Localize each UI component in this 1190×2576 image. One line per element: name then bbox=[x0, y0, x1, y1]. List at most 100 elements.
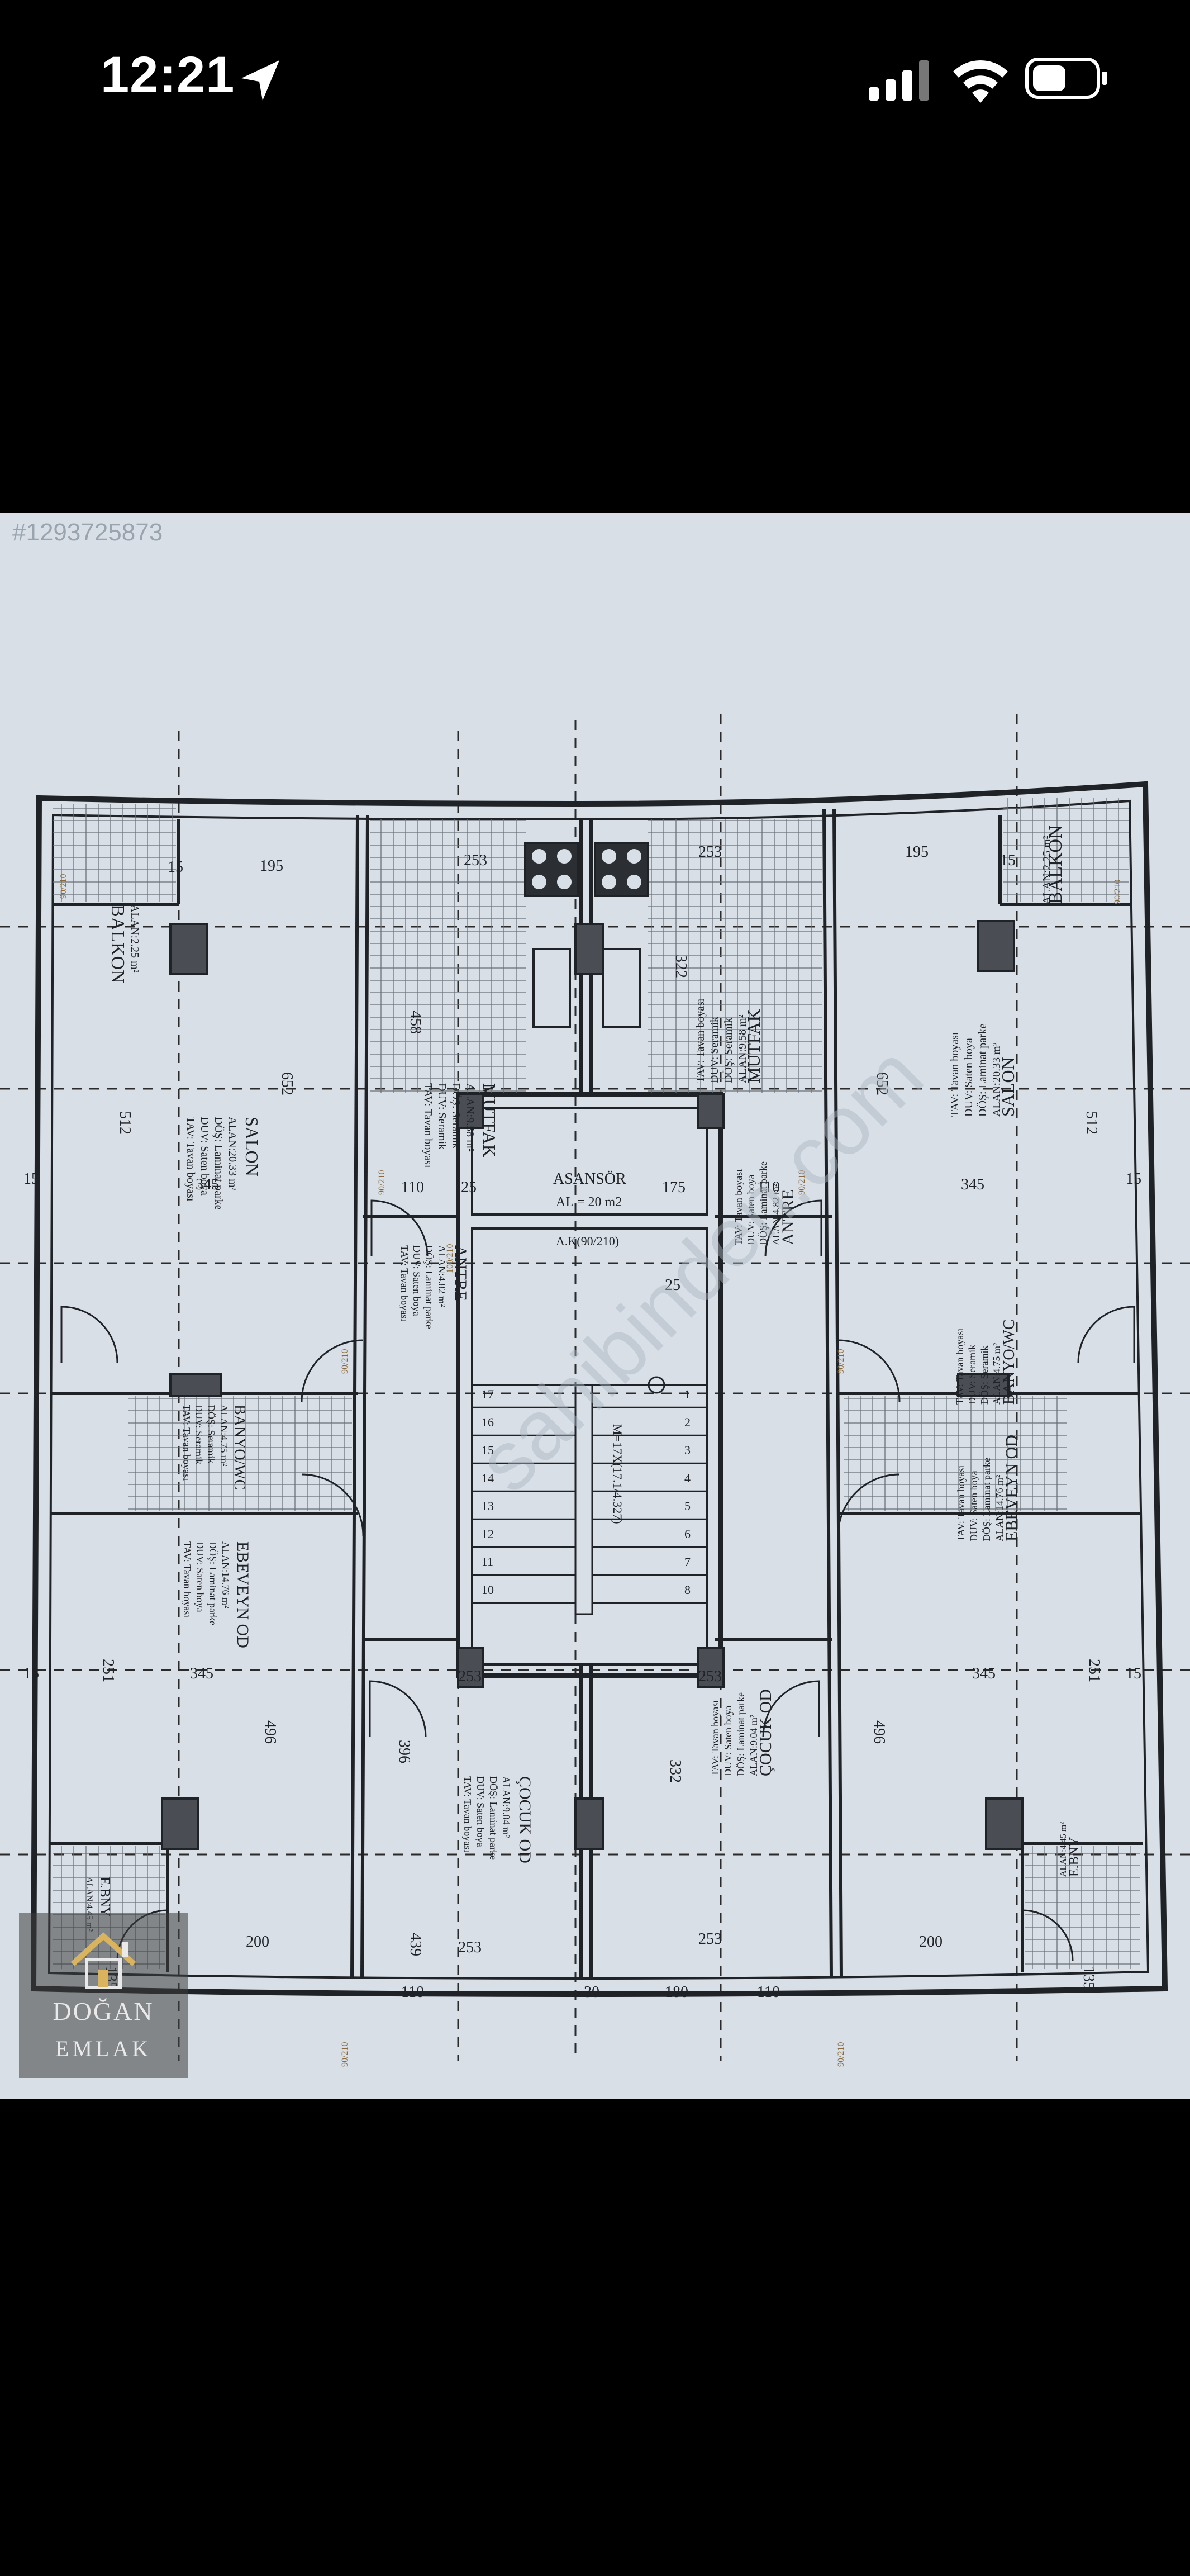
dim-396: 396 bbox=[396, 1740, 413, 1763]
dim-15-f: 15 bbox=[1126, 1665, 1141, 1682]
mutfak-left-ceiling: TAV: Tavan boyası bbox=[422, 1083, 434, 1168]
dim-110-c: 110 bbox=[401, 1984, 424, 2001]
mutfak-right-wall: DUV: Seramik bbox=[708, 1017, 721, 1083]
ebeveyn-right-floor: DÖŞ: Laminat parke bbox=[981, 1458, 992, 1541]
step-7: 7 bbox=[684, 1555, 691, 1569]
banyo-left-floor: DÖŞ: Seramik bbox=[206, 1405, 217, 1464]
dim-345-ebeveyn-right: 345 bbox=[972, 1665, 996, 1682]
antre-right-wall: DUV: Saten boya bbox=[745, 1174, 756, 1245]
location-arrow-icon bbox=[241, 60, 279, 101]
dim-512-left: 512 bbox=[116, 1111, 134, 1135]
dim-15-a: 15 bbox=[168, 858, 183, 876]
ebanyo-right-title: E.BNY bbox=[1067, 1837, 1082, 1877]
dim-322: 322 bbox=[672, 955, 689, 978]
dim-332: 332 bbox=[667, 1759, 684, 1783]
mutfak-right-area: ALAN:9.58 m² bbox=[736, 1014, 749, 1083]
dim-200-left: 200 bbox=[246, 1933, 269, 1951]
listing-id: #1293725873 bbox=[12, 519, 163, 546]
ebeveyn-left-title: EBEVEYN OD bbox=[234, 1541, 252, 1648]
balkon-right-title: BALKON bbox=[1045, 825, 1066, 904]
salon-right-area: ALAN:20.33 m² bbox=[991, 1042, 1003, 1117]
antre-left-area: ALAN:4.82 m² bbox=[436, 1245, 448, 1307]
step-13: 13 bbox=[482, 1499, 494, 1513]
banyo-right-area: ALAN:4.75 m² bbox=[991, 1343, 1002, 1405]
step-16: 16 bbox=[482, 1415, 494, 1429]
dim-25-b: 25 bbox=[665, 1277, 680, 1294]
ebeveyn-left-ceiling: TAV: Tavan boyası bbox=[182, 1541, 193, 1617]
ebeveyn-right-wall: DUV: Saten boya bbox=[968, 1470, 979, 1541]
banyo-left-title: BANYO/WC bbox=[231, 1405, 248, 1489]
door-size-salon-left: 90/210 bbox=[340, 1349, 350, 1374]
step-5: 5 bbox=[684, 1499, 691, 1513]
antre-left-ceiling: TAV: Tavan boyası bbox=[399, 1245, 410, 1321]
dim-345-ebeveyn-left: 345 bbox=[190, 1665, 213, 1682]
antre-left-title: ANTRE bbox=[451, 1245, 470, 1301]
wifi-icon bbox=[953, 60, 1008, 103]
step-8: 8 bbox=[684, 1583, 691, 1597]
banyo-right-ceiling: TAV: Tavan boyası bbox=[954, 1329, 965, 1405]
step-14: 14 bbox=[482, 1471, 494, 1485]
dim-135-right: 135 bbox=[1080, 1966, 1097, 1990]
dim-496-right: 496 bbox=[870, 1720, 888, 1744]
floor-plan-drawing: BALKON ALAN:2.25 m² BALKON ALAN:2.25 m² … bbox=[0, 714, 1190, 2067]
mutfak-right-title: MUTFAK bbox=[744, 1009, 764, 1083]
door-label: A.K(90/210) bbox=[556, 1234, 619, 1248]
dim-30: 30 bbox=[584, 1984, 599, 2001]
salon-right-title: SALON bbox=[998, 1057, 1018, 1117]
dim-195-left: 195 bbox=[260, 857, 283, 875]
dim-652-left: 652 bbox=[278, 1072, 296, 1095]
dim-110-d: 110 bbox=[757, 1984, 780, 2001]
logo-line-2: EMLAK bbox=[55, 2036, 152, 2061]
balkon-right-area: ALAN:2.25 m² bbox=[1041, 836, 1053, 904]
step-12: 12 bbox=[482, 1527, 494, 1541]
cocuk-right-wall: DUV: Saten boya bbox=[722, 1705, 734, 1776]
dim-180: 180 bbox=[665, 1984, 688, 2001]
cocuk-left-ceiling: TAV: Tavan boyası bbox=[462, 1776, 473, 1852]
door-size-antre-right: 90/210 bbox=[797, 1170, 807, 1195]
dim-251-left: 251 bbox=[99, 1659, 117, 1682]
step-15: 15 bbox=[482, 1443, 494, 1457]
status-bar: 12:21 bbox=[0, 0, 1190, 156]
dim-110-b: 110 bbox=[757, 1179, 780, 1196]
cocuk-left-title2: ÇOCUK OD bbox=[516, 1776, 534, 1863]
dim-15-c: 15 bbox=[23, 1170, 39, 1188]
ebanyo-right-area: ALAN:4.45 m² bbox=[1059, 1822, 1068, 1877]
dim-253-cocuk-right: 253 bbox=[698, 1668, 722, 1685]
status-time: 12:21 bbox=[101, 46, 235, 103]
salon-left-title: SALON bbox=[242, 1117, 262, 1176]
dim-512-right: 512 bbox=[1083, 1111, 1100, 1135]
door-size-ebeveyn-left: 90/210 bbox=[340, 2042, 350, 2067]
step-10: 10 bbox=[482, 1583, 494, 1597]
tiled-floors bbox=[53, 798, 1140, 1969]
salon-right-wall: DUV: Saten boya bbox=[963, 1038, 975, 1117]
banyo-right-floor: DÖŞ: Seramik bbox=[979, 1346, 990, 1405]
cocuk-left-wall: DUV: Saten boya bbox=[475, 1776, 486, 1847]
dim-253-bottom-left: 253 bbox=[458, 1939, 482, 1956]
cellular-signal-icon bbox=[869, 60, 929, 101]
dim-110-a: 110 bbox=[401, 1179, 424, 1196]
ebeveyn-left-area: ALAN:14.76 m² bbox=[220, 1541, 231, 1608]
dim-253-bottom-right: 253 bbox=[698, 1930, 722, 1948]
outer-walls bbox=[30, 781, 1168, 1998]
cocuk-left-floor: DÖŞ: Laminat parke bbox=[488, 1776, 499, 1860]
dim-652-right: 652 bbox=[873, 1072, 891, 1095]
antre-right-area: ALAN:4.82 m² bbox=[770, 1184, 782, 1245]
ebeveyn-right-area: ALAN:14.76 m² bbox=[994, 1475, 1005, 1541]
house-logo-icon bbox=[70, 1932, 136, 1989]
door-swings bbox=[60, 1199, 1135, 1961]
banyo-left-area: ALAN:4.75 m² bbox=[218, 1405, 230, 1466]
stair-label: M=17X(17.1/4.327) bbox=[611, 1424, 625, 1524]
columns bbox=[161, 920, 1024, 1850]
dim-175: 175 bbox=[662, 1179, 686, 1196]
dim-345-salon-left: 345 bbox=[196, 1176, 219, 1193]
dim-458: 458 bbox=[407, 1011, 424, 1034]
dim-345-salon-right: 345 bbox=[961, 1176, 984, 1193]
step-2: 2 bbox=[684, 1415, 691, 1429]
step-3: 3 bbox=[684, 1443, 691, 1457]
salon-left-area: ALAN:20.33 m² bbox=[226, 1117, 239, 1191]
banyo-left-wall: DUV: Seramik bbox=[193, 1405, 204, 1464]
ebeveyn-left-wall: DUV: Saten boya bbox=[194, 1541, 206, 1612]
salon-left-ceiling: TAV: Tavan boyası bbox=[184, 1117, 197, 1202]
mutfak-right-ceiling: TAV: Tavan boyası bbox=[694, 998, 707, 1083]
antre-left-floor: DÖŞ: Laminat parke bbox=[423, 1245, 435, 1329]
